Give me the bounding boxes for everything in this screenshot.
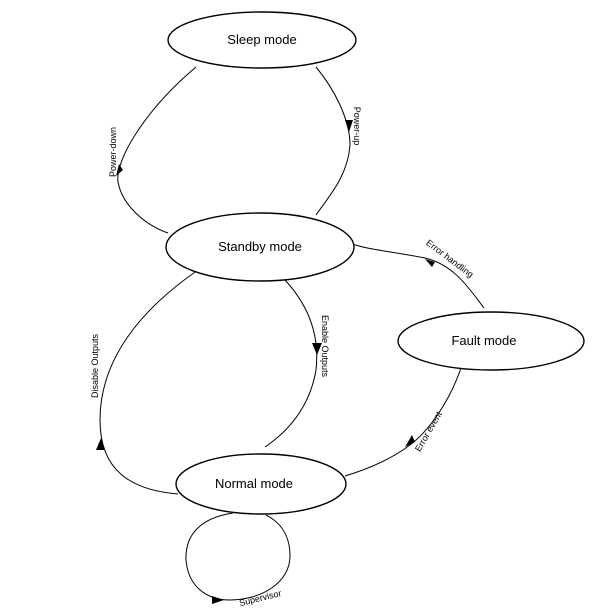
edge-disable-outputs [96, 269, 199, 495]
supervisor-label: Supervisor [238, 588, 282, 608]
edge-error-event [344, 367, 462, 477]
state-fault-label: Fault mode [451, 333, 516, 348]
state-sleep: Sleep mode [167, 11, 357, 69]
edge-power-up [315, 66, 353, 216]
enable-outputs-arrowhead [312, 343, 322, 355]
error-event-arrowhead [405, 435, 415, 447]
edge-power-down [116, 66, 197, 234]
supervisor-arrowhead [212, 596, 224, 604]
edge-supervisor [185, 512, 291, 604]
error-event-label: Error event [413, 409, 444, 453]
disable-outputs-arrowhead [96, 438, 105, 450]
state-fault: Fault mode [397, 311, 585, 371]
power-down-label: Power-down [108, 127, 118, 177]
power-up-label: Power-up [352, 107, 362, 146]
edge-error-handling [351, 243, 485, 309]
state-normal: Normal mode [175, 453, 347, 515]
state-normal-label: Normal mode [215, 476, 293, 491]
enable-outputs-label: Enable Outputs [320, 315, 330, 378]
error-handling-arrowhead [425, 259, 435, 267]
power-down-arrowhead [116, 164, 123, 176]
state-standby-label: Standby mode [218, 239, 302, 254]
edge-enable-outputs [264, 279, 322, 448]
state-sleep-label: Sleep mode [227, 32, 296, 47]
power-up-arrowhead [345, 120, 353, 132]
disable-outputs-label: Disable Outputs [90, 333, 100, 398]
error-handling-label: Error handling [424, 238, 475, 280]
state-standby: Standby mode [165, 212, 355, 282]
